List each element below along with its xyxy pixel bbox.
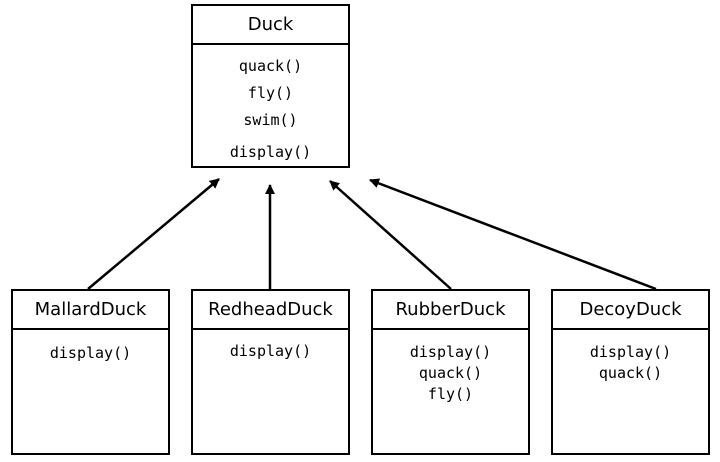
class-methods-rubberduck: display() quack() fly() (373, 330, 528, 405)
class-box-redheadduck: RedheadDuck display() (191, 289, 350, 455)
class-box-duck: Duck quack() fly() swim() display() (191, 4, 350, 168)
inheritance-arrow-decoyduck (369, 178, 657, 291)
method-display: display() (229, 143, 312, 161)
method-swim: swim() (243, 111, 298, 129)
class-name-mallardduck: MallardDuck (13, 291, 168, 330)
method-display: display() (589, 343, 672, 361)
method-fly: fly() (427, 385, 474, 403)
method-display: display() (49, 344, 132, 362)
method-display: display() (409, 343, 492, 361)
class-methods-duck: quack() fly() swim() display() (193, 45, 348, 170)
method-display: display() (229, 342, 312, 360)
inheritance-arrow-mallardduck (87, 178, 220, 290)
class-methods-decoyduck: display() quack() (553, 330, 708, 384)
class-name-duck: Duck (193, 6, 348, 45)
method-quack: quack() (238, 57, 303, 75)
method-fly: fly() (247, 84, 294, 102)
class-name-rubberduck: RubberDuck (373, 291, 528, 330)
class-box-decoyduck: DecoyDuck display() quack() (551, 289, 710, 455)
class-methods-redheadduck: display() (193, 330, 348, 362)
class-box-mallardduck: MallardDuck display() (11, 289, 170, 455)
method-quack: quack() (418, 364, 483, 382)
class-methods-mallardduck: display() (13, 330, 168, 364)
method-quack: quack() (598, 364, 663, 382)
class-box-rubberduck: RubberDuck display() quack() fly() (371, 289, 530, 455)
inheritance-arrow-rubberduck (329, 180, 452, 290)
class-name-redheadduck: RedheadDuck (193, 291, 348, 330)
class-name-decoyduck: DecoyDuck (553, 291, 708, 330)
